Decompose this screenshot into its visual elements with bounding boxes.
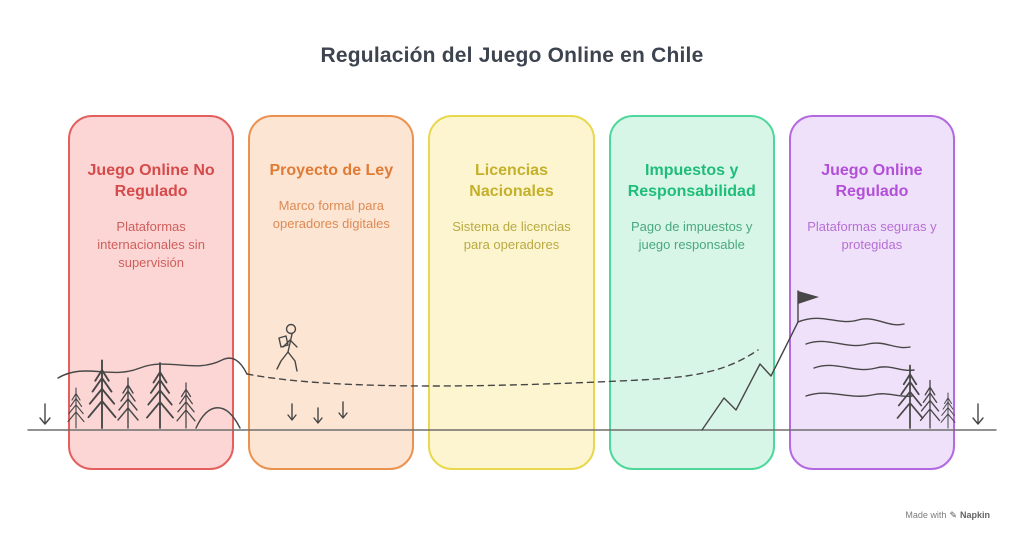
card-description: Pago de impuestos y juego responsable bbox=[631, 218, 753, 252]
pen-icon: ✎ bbox=[949, 509, 957, 520]
watermark-prefix: Made with bbox=[905, 510, 947, 520]
card-description: Sistema de licencias para operadores bbox=[452, 218, 571, 252]
card-title: Impuestos y Responsabilidad bbox=[627, 162, 756, 200]
card-juego-online-no-regulado: Juego Online No Regulado Plataformas int… bbox=[68, 115, 235, 470]
watermark: Made with ✎ Napkin bbox=[905, 510, 990, 520]
card-title: Juego Online Regulado bbox=[821, 162, 923, 200]
down-arrow-icon bbox=[972, 403, 984, 425]
watermark-brand: Napkin bbox=[959, 510, 990, 520]
card-description: Plataformas internacionales sin supervis… bbox=[97, 218, 205, 270]
card-proyecto-de-ley: Proyecto de Ley Marco formal para operad… bbox=[248, 115, 415, 470]
card-description: Plataformas seguras y protegidas bbox=[807, 218, 937, 252]
card-impuestos-y-responsabilidad: Impuestos y Responsabilidad Pago de impu… bbox=[608, 115, 775, 470]
card-licencias-nacionales: Licencias Nacionales Sistema de licencia… bbox=[428, 115, 595, 470]
card-title: Juego Online No Regulado bbox=[87, 162, 215, 200]
card-title: Proyecto de Ley bbox=[269, 162, 394, 179]
card-description: Marco formal para operadores digitales bbox=[272, 197, 390, 231]
down-arrow-icon bbox=[39, 403, 51, 425]
card-juego-online-regulado: Juego Online Regulado Plataformas segura… bbox=[788, 115, 956, 470]
cards-row: Juego Online No Regulado Plataformas int… bbox=[68, 115, 956, 470]
page-title: Regulación del Juego Online en Chile bbox=[320, 44, 704, 67]
card-title: Licencias Nacionales bbox=[469, 162, 554, 200]
